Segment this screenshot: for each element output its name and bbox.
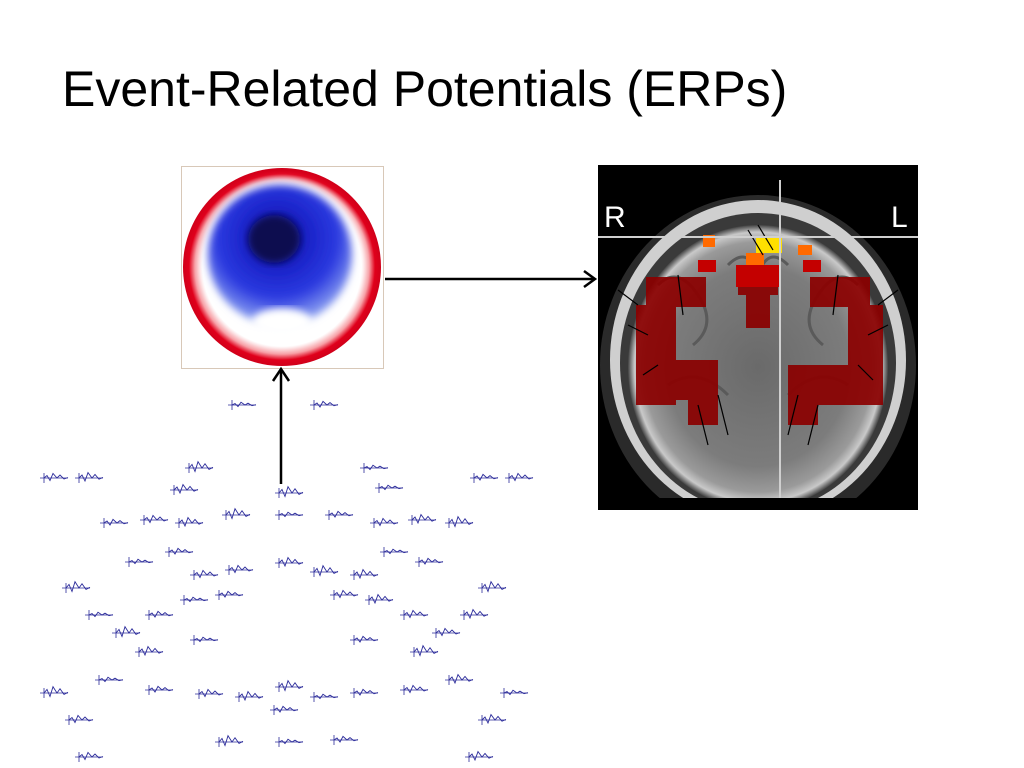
erp-trace <box>165 547 194 557</box>
erp-trace <box>275 737 304 747</box>
dipole-lines <box>617 224 899 446</box>
activation-peak <box>756 237 782 253</box>
mri-coronal-slice: R L <box>598 165 918 535</box>
erp-trace <box>135 645 164 657</box>
erp-trace <box>275 485 304 498</box>
erp-trace <box>505 472 534 483</box>
erp-trace <box>175 516 204 528</box>
erp-trace <box>225 564 254 575</box>
erp-trace <box>40 472 69 483</box>
erp-trace <box>235 690 264 702</box>
erp-trace <box>445 515 474 528</box>
erp-trace <box>75 751 104 762</box>
erp-trace <box>190 569 219 580</box>
erp-trace <box>470 473 499 483</box>
erp-trace <box>275 556 304 568</box>
erp-trace <box>310 564 339 577</box>
mri-left-label: L <box>891 201 908 234</box>
erp-trace <box>195 688 224 699</box>
mri-graphic <box>598 165 918 535</box>
erp-trace <box>40 685 69 698</box>
erp-trace <box>75 471 104 483</box>
erp-trace <box>62 580 91 593</box>
scalp-topography-map <box>181 166 384 369</box>
erp-trace <box>85 610 114 620</box>
erp-trace <box>400 609 429 620</box>
erp-trace <box>375 483 404 493</box>
erp-trace <box>310 692 339 702</box>
erp-trace <box>500 688 529 698</box>
erp-trace <box>445 673 474 685</box>
mri-right-label: R <box>604 201 626 234</box>
erp-trace <box>228 400 257 410</box>
erp-trace <box>65 714 94 725</box>
activation-overlay <box>636 265 883 425</box>
erp-trace <box>275 510 304 520</box>
erp-trace <box>350 635 379 645</box>
erp-trace <box>415 557 444 567</box>
erp-trace <box>360 463 389 473</box>
erp-trace <box>100 518 129 528</box>
erp-trace <box>478 713 507 725</box>
erp-trace <box>370 517 399 528</box>
erp-trace <box>185 460 214 473</box>
erp-trace <box>410 644 439 657</box>
erp-trace <box>350 568 379 580</box>
erp-trace <box>215 590 244 600</box>
erp-trace <box>222 507 251 520</box>
erp-trace <box>310 400 339 410</box>
erp-trace <box>145 685 174 695</box>
erp-trace <box>330 589 359 600</box>
erp-trace <box>140 514 169 525</box>
erp-trace <box>125 557 154 567</box>
erp-trace <box>350 688 379 698</box>
erp-trace <box>478 580 507 593</box>
erp-trace <box>270 705 299 715</box>
erp-channel-array <box>40 400 534 762</box>
erp-trace <box>432 627 461 638</box>
topography-graphic <box>183 168 381 366</box>
erp-trace <box>408 513 437 525</box>
erp-trace <box>180 595 209 605</box>
erp-trace <box>380 547 409 557</box>
erp-trace <box>365 593 394 605</box>
erp-trace <box>215 734 244 747</box>
erp-trace <box>275 679 304 692</box>
erp-trace <box>325 510 354 520</box>
erp-trace <box>330 735 359 745</box>
erp-trace <box>400 684 429 695</box>
erp-trace <box>460 608 489 620</box>
activation-strong <box>698 260 821 287</box>
erp-trace <box>95 675 124 685</box>
erp-trace <box>190 635 219 645</box>
erp-trace <box>145 610 174 620</box>
slide-title: Event-Related Potentials (ERPs) <box>62 61 788 117</box>
erp-trace <box>112 625 141 638</box>
erp-trace <box>465 750 494 762</box>
erp-trace <box>170 483 199 495</box>
